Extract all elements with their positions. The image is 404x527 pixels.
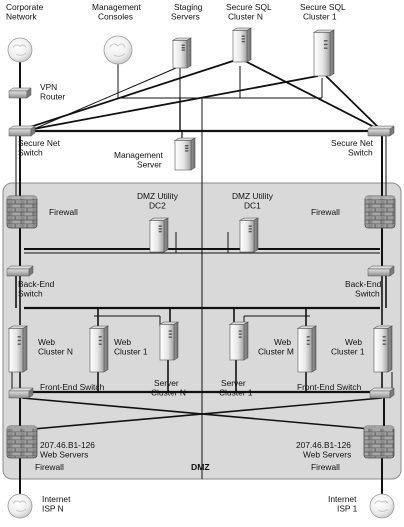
internet-isp-n-cloud-icon <box>7 493 33 519</box>
web-cluster-m-label: Web Cluster M <box>258 337 294 357</box>
web-cluster-n-label: Web Cluster N <box>38 337 73 357</box>
firewall-bottom-left-label: Firewall <box>35 462 64 472</box>
web-cluster-1-right-server-icon <box>372 325 394 373</box>
web-cluster-1-right-label: Web Cluster 1 <box>331 337 365 357</box>
front-end-switch-left-label: Front-End Switch <box>40 382 105 392</box>
management-server-icon <box>173 137 197 171</box>
firewall-bottom-right-label: Firewall <box>311 462 340 472</box>
server-cluster-n-server-icon <box>158 321 180 361</box>
secure-net-switch-left-label: Secure Net Switch <box>18 138 62 158</box>
staging-server-icon <box>171 37 193 69</box>
web-servers-right-label: 207.46.B1-126 Web Servers <box>296 440 353 460</box>
web-cluster-m-server-icon <box>296 325 318 373</box>
web-cluster-1-left-server-icon <box>88 325 110 373</box>
secure-net-switch-right-icon <box>367 125 395 137</box>
corporate-network-cloud-icon <box>7 37 33 63</box>
dmz-utility-dc1-label: DMZ Utility DC1 <box>232 191 275 211</box>
vpn-router-icon <box>8 87 32 99</box>
dmz-label: DMZ <box>191 462 210 472</box>
server-cluster-n-label: Server Cluster N <box>151 378 186 398</box>
firewall-top-left-label: Firewall <box>49 207 78 217</box>
server-cluster-1-server-icon <box>228 321 250 361</box>
secure-sql-cluster-n-label: Secure SQL Cluster N <box>226 2 274 22</box>
secure-net-switch-left-icon <box>8 125 36 137</box>
management-server-label: Management Server <box>114 150 165 170</box>
management-consoles-cloud-icon <box>103 35 133 65</box>
network-links <box>11 59 393 494</box>
web-cluster-n-server-icon <box>7 325 29 373</box>
secure-sql-cluster-1-label: Secure SQL Cluster 1 <box>300 2 348 22</box>
secure-sql-cluster-n-server-icon <box>231 27 253 63</box>
management-consoles-label: Management Consoles <box>92 2 143 22</box>
back-end-switch-left-label: Back-End Switch <box>18 279 57 299</box>
corporate-network-label: Corporate Network <box>6 2 46 22</box>
dmz-utility-dc1-server-icon <box>238 217 260 253</box>
firewall-bottom-right-icon <box>363 425 395 459</box>
front-end-switch-left-icon <box>8 387 34 399</box>
back-end-switch-left-icon <box>6 265 34 277</box>
dmz-utility-dc2-label: DMZ Utility DC2 <box>137 191 180 211</box>
front-end-switch-right-icon <box>369 387 395 399</box>
server-cluster-1-label: Server Cluster 1 <box>219 378 253 398</box>
staging-servers-label: Staging Servers <box>171 2 205 22</box>
internet-isp-1-cloud-icon <box>369 493 395 519</box>
secure-sql-cluster-1-server-icon <box>312 29 336 77</box>
dmz-utility-dc2-server-icon <box>148 217 170 253</box>
internet-isp-n-label: Internet ISP N <box>42 494 73 514</box>
web-servers-left-label: 207.46.B1-126 Web Servers <box>40 440 97 460</box>
firewall-bottom-left-icon <box>6 425 38 459</box>
internet-isp-1-label: Internet ISP 1 <box>328 494 359 514</box>
back-end-switch-right-label: Back-End Switch <box>345 279 384 299</box>
secure-net-switch-right-label: Secure Net Switch <box>331 138 375 158</box>
vpn-router-label: VPN Router <box>40 82 65 102</box>
back-end-switch-right-icon <box>367 265 395 277</box>
front-end-switch-right-label: Front-End Switch <box>297 382 362 392</box>
firewall-top-right-label: Firewall <box>311 207 340 217</box>
firewall-top-right-icon <box>364 195 396 229</box>
firewall-top-left-icon <box>6 195 38 229</box>
web-cluster-1-left-label: Web Cluster 1 <box>114 337 148 357</box>
